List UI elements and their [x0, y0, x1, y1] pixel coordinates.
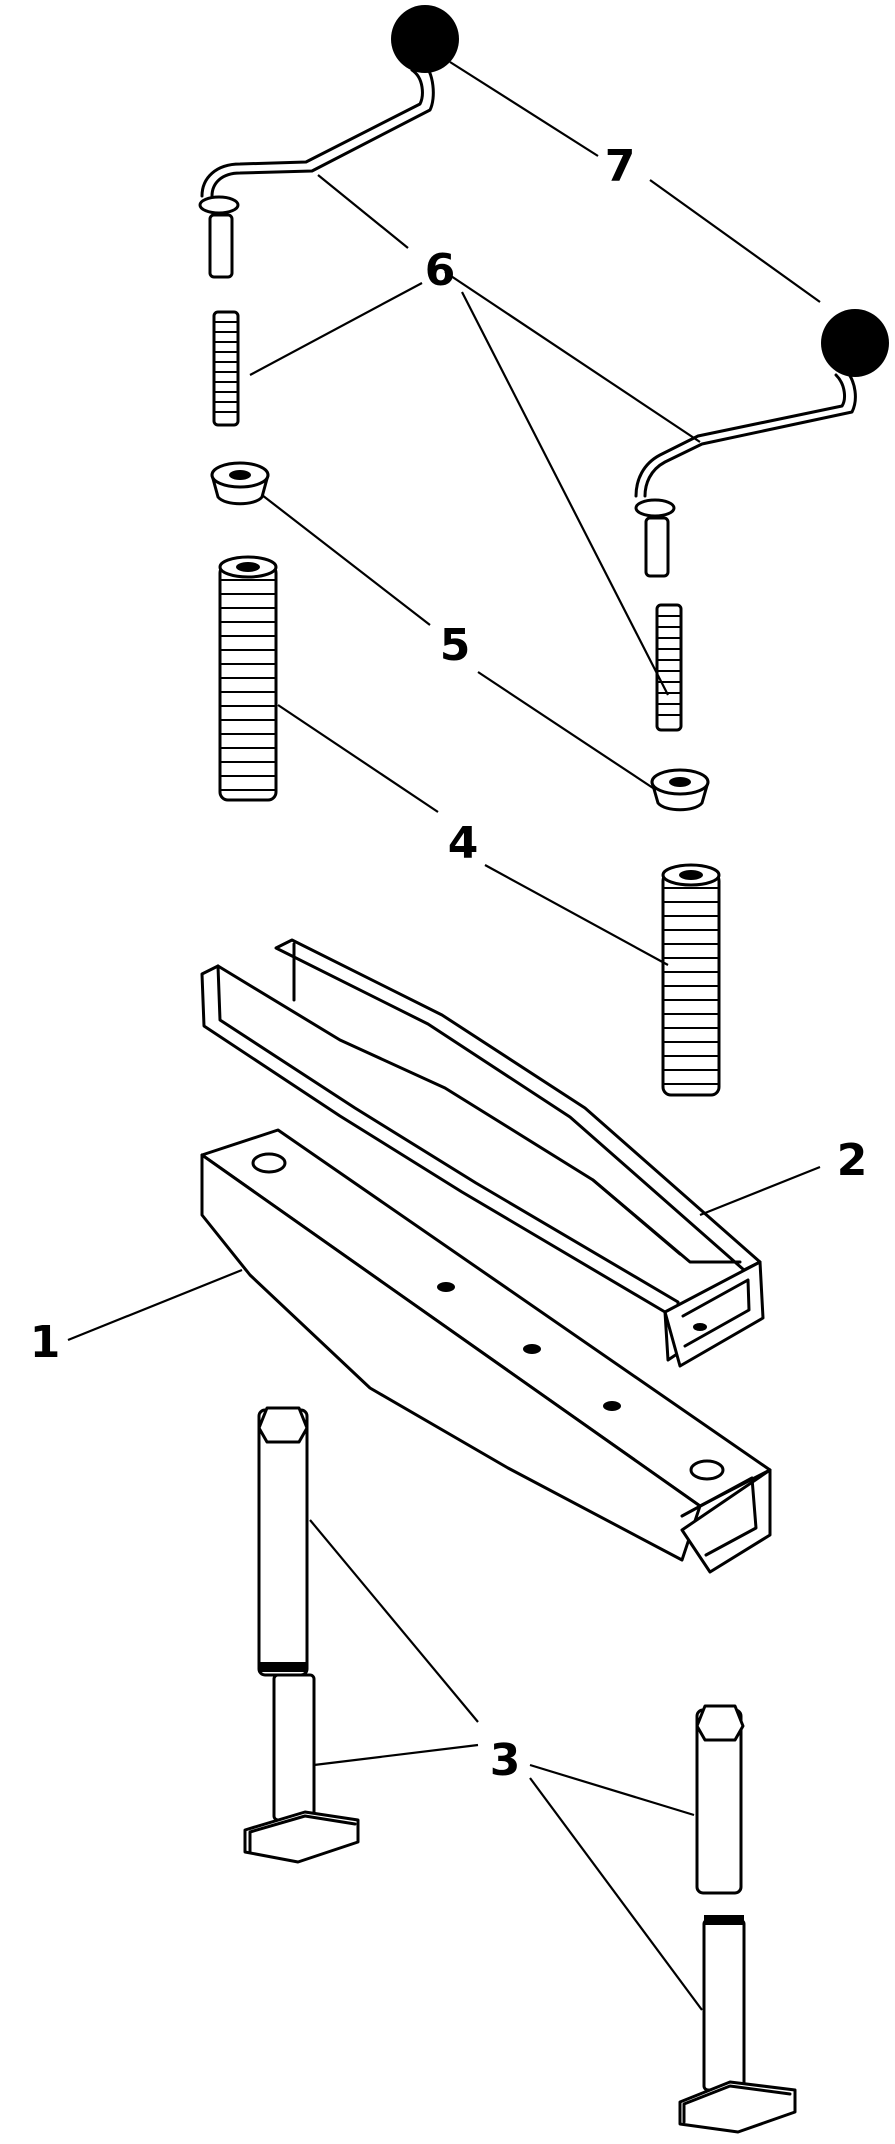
- u-channel-upper: [200, 938, 765, 1368]
- callout-1: 1: [30, 1317, 61, 1368]
- leveling-foot-left: [243, 1406, 360, 1864]
- leader-lines: [67, 61, 821, 2011]
- callout-2: 2: [837, 1135, 868, 1186]
- u-channel-lower: [200, 1128, 772, 1574]
- crank-handle-right: [634, 309, 889, 578]
- threaded-stud-right: [655, 603, 683, 732]
- callout-4: 4: [448, 818, 479, 869]
- callout-5: 5: [440, 620, 471, 671]
- cone-nut-left: [210, 461, 270, 506]
- callout-3: 3: [490, 1735, 521, 1786]
- threaded-sleeve-right: [661, 863, 721, 1097]
- ball-knob-right: [821, 309, 889, 377]
- cone-nut-right: [650, 768, 710, 812]
- threaded-sleeve-left: [218, 555, 278, 802]
- ball-knob-left: [391, 5, 459, 73]
- leveling-foot-right: [678, 1704, 797, 2134]
- threaded-stud-left: [212, 310, 240, 427]
- callout-7: 7: [605, 141, 636, 192]
- callout-6: 6: [425, 245, 456, 296]
- crank-handle-left: [198, 5, 459, 279]
